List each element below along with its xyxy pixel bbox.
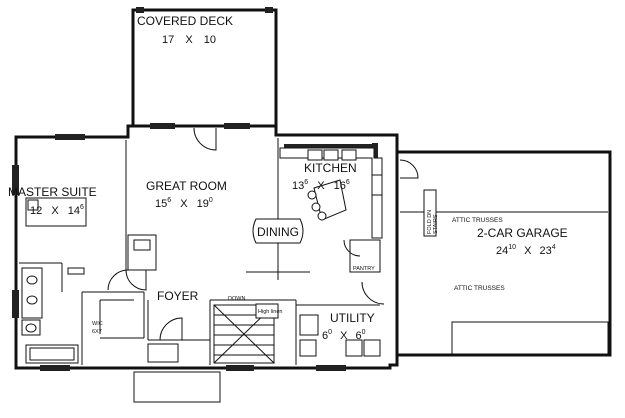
master-bath: WIC 6X7 <box>21 267 134 364</box>
high-linen-label: High linen <box>258 309 282 315</box>
kitchen-dims: 136 X 166 <box>292 175 350 192</box>
fold-down-stair-label: FOLD DN <box>427 210 433 234</box>
fold-down-stair-label-2: STAIRS <box>433 214 439 234</box>
great-room-label: GREAT ROOM <box>146 179 227 193</box>
master-suite: MASTER SUITE 12 X 146 <box>8 185 97 227</box>
covered-deck-label: COVERED DECK <box>137 14 233 28</box>
great-room: GREAT ROOM 156 X 190 <box>125 127 227 291</box>
wic-label: WIC <box>92 321 103 327</box>
covered-deck-dims: 17 X 10 <box>162 34 216 46</box>
master-suite-dims: 12 X 146 <box>30 204 84 217</box>
attic-trusses-top-label: ATTIC TRUSSES <box>452 217 503 224</box>
kitchen-label: KITCHEN <box>304 161 357 175</box>
garage-label: 2-CAR GARAGE <box>477 226 568 240</box>
covered-deck: COVERED DECK 17 X 10 <box>131 7 278 128</box>
attic-trusses-bottom-label: ATTIC TRUSSES <box>454 285 505 292</box>
dining-label: DINING <box>257 225 299 239</box>
stairs-down-label: DOWN <box>228 296 245 302</box>
utility: UTILITY 60 X 60 <box>299 281 385 357</box>
house-walls <box>14 124 399 370</box>
stairs: DOWN High linen <box>213 296 282 364</box>
kitchen: KITCHEN 136 X 166 <box>279 147 383 239</box>
utility-label: UTILITY <box>330 311 375 325</box>
wic-dims: 6X7 <box>92 329 102 335</box>
utility-dims: 60 X 60 <box>322 325 366 342</box>
dining: DINING <box>252 218 304 244</box>
foyer: FOYER <box>107 269 221 403</box>
garage: FOLD DN STAIRS ATTIC TRUSSES ATTIC TRUSS… <box>397 150 612 357</box>
master-suite-label: MASTER SUITE <box>8 185 97 199</box>
great-room-dims: 156 X 190 <box>155 193 213 210</box>
garage-dims: 2410 X 234 <box>496 240 556 257</box>
pantry-label: PANTRY <box>353 266 375 272</box>
pantry: PANTRY <box>343 239 375 272</box>
foyer-label: FOYER <box>157 289 199 303</box>
